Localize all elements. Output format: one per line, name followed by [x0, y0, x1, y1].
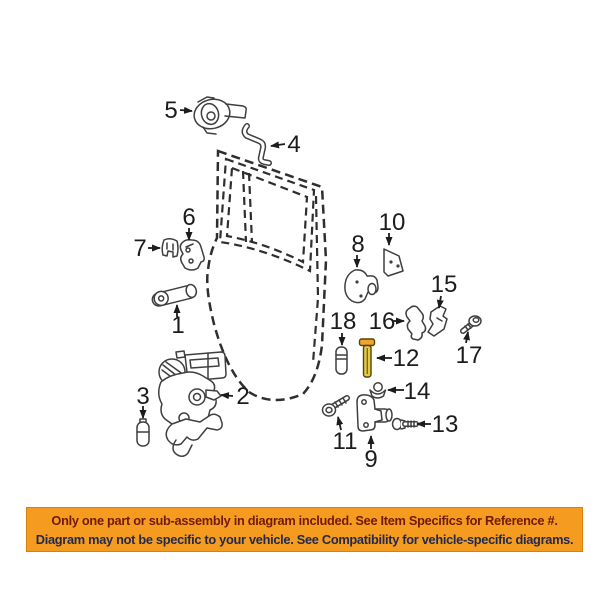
callout-label-6: 6	[182, 204, 195, 231]
part-5-exterior-handle	[193, 96, 247, 135]
part-3-pin	[136, 418, 150, 447]
part-7-clip	[161, 237, 179, 258]
door-outline	[206, 149, 328, 402]
part-1-inside-handle	[151, 283, 198, 307]
callout-label-4: 4	[287, 131, 300, 158]
part-6-bracket	[179, 239, 205, 271]
callout-label-8: 8	[351, 231, 364, 258]
callout-label-7: 7	[133, 235, 146, 262]
callout-label-3: 3	[136, 383, 149, 410]
door-window-frame	[218, 157, 316, 273]
callout-label-10: 10	[379, 209, 406, 236]
part-18-pin	[335, 346, 348, 375]
callout-label-17: 17	[456, 342, 483, 369]
callout-label-2: 2	[236, 383, 249, 410]
part-2-latch-assembly	[158, 350, 227, 457]
callout-label-5: 5	[164, 97, 177, 124]
part-4-door-check	[241, 123, 272, 166]
callout-label-18: 18	[330, 308, 357, 335]
arrow-2	[220, 392, 234, 400]
callout-label-15: 15	[431, 271, 458, 298]
part-14-nut	[369, 382, 387, 399]
callout-arrows	[139, 106, 471, 449]
part-16-hinge-half	[405, 305, 427, 341]
callout-label-12: 12	[393, 345, 420, 372]
callout-label-9: 9	[364, 446, 377, 473]
arrow-15	[436, 295, 444, 309]
part-15-hinge-bracket	[427, 305, 448, 337]
arrow-5	[179, 106, 193, 114]
callout-labels: 1 2 3 4 5 6 7 8 9 10 11 12 13 14 15 16 1…	[133, 97, 482, 473]
arrow-17	[463, 331, 471, 344]
part-11-bolt	[321, 395, 350, 417]
part-13-bolt	[391, 417, 419, 431]
part-12-bolt-head	[358, 338, 376, 347]
disclaimer-banner: Only one part or sub-assembly in diagram…	[26, 507, 583, 552]
part-12-bolt-highlighted	[358, 338, 376, 378]
callout-label-13: 13	[432, 411, 459, 438]
disclaimer-line-2: Diagram may not be specific to your vehi…	[35, 531, 574, 547]
callout-label-16: 16	[369, 308, 396, 335]
arrow-4	[270, 141, 286, 149]
disclaimer-line-1: Only one part or sub-assembly in diagram…	[51, 512, 558, 528]
part-17-bolt	[460, 315, 482, 334]
arrow-11	[336, 416, 344, 431]
part-9-hinge	[356, 394, 393, 432]
callout-label-14: 14	[404, 378, 431, 405]
part-10-bracket	[383, 248, 404, 277]
part-8-striker	[344, 269, 379, 304]
callout-label-11: 11	[333, 428, 358, 455]
callout-label-1: 1	[171, 312, 184, 339]
